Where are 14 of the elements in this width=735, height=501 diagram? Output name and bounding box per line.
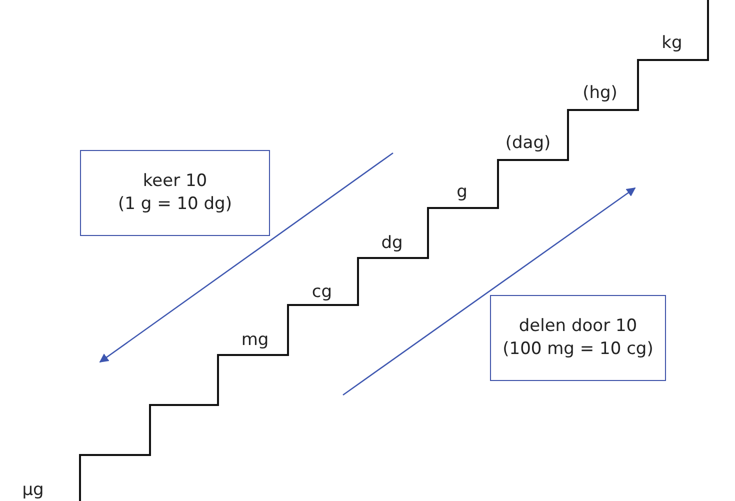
- unit-label: (dag): [505, 133, 551, 153]
- unit-label: g: [456, 182, 468, 202]
- unit-label: (hg): [582, 83, 618, 103]
- box-text: (1 g = 10 dg): [118, 194, 232, 216]
- box-text: delen door 10: [518, 316, 638, 337]
- text-box: [80, 150, 270, 236]
- box-text: (100 mg = 10 cg): [502, 339, 654, 360]
- unit-label: kg: [662, 33, 682, 53]
- unit-label: cg: [312, 282, 332, 302]
- unit-label: mg: [241, 330, 269, 350]
- box-text: keer 10: [142, 170, 208, 192]
- unit-label: dg: [381, 233, 403, 253]
- unit-label: μg: [22, 480, 44, 500]
- text-box: [490, 295, 666, 381]
